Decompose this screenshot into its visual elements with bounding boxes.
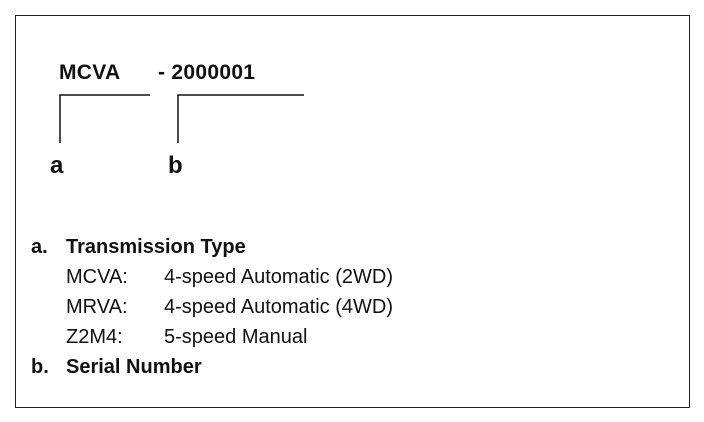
type-description: 4-speed Automatic (4WD) bbox=[164, 296, 393, 318]
leader-line-a bbox=[59, 94, 150, 143]
legend-title-b: Serial Number bbox=[66, 356, 202, 378]
label-a: a bbox=[50, 152, 64, 179]
legend-title-a: Transmission Type bbox=[66, 236, 246, 258]
type-description: 5-speed Manual bbox=[164, 326, 308, 348]
type-row-mrva: MRVA: 4-speed Automatic (4WD) bbox=[31, 292, 393, 322]
type-code: MRVA: bbox=[66, 296, 128, 318]
type-code: MCVA: bbox=[66, 266, 128, 288]
model-code: MCVA bbox=[59, 61, 121, 84]
legend-item-a: a. Transmission Type bbox=[31, 232, 393, 262]
type-code: Z2M4: bbox=[66, 326, 123, 348]
legend-key-b: b. bbox=[31, 356, 49, 378]
type-row-z2m4: Z2M4: 5-speed Manual bbox=[31, 322, 393, 352]
leader-line-b bbox=[177, 94, 304, 143]
legend: a. Transmission Type MCVA: 4-speed Autom… bbox=[31, 232, 393, 382]
label-b: b bbox=[168, 152, 183, 179]
serial-code: - 2000001 bbox=[158, 61, 256, 84]
type-description: 4-speed Automatic (2WD) bbox=[164, 266, 393, 288]
legend-key-a: a. bbox=[31, 236, 48, 258]
diagram-frame bbox=[15, 15, 690, 408]
type-row-mcva: MCVA: 4-speed Automatic (2WD) bbox=[31, 262, 393, 292]
legend-item-b: b. Serial Number bbox=[31, 352, 393, 382]
